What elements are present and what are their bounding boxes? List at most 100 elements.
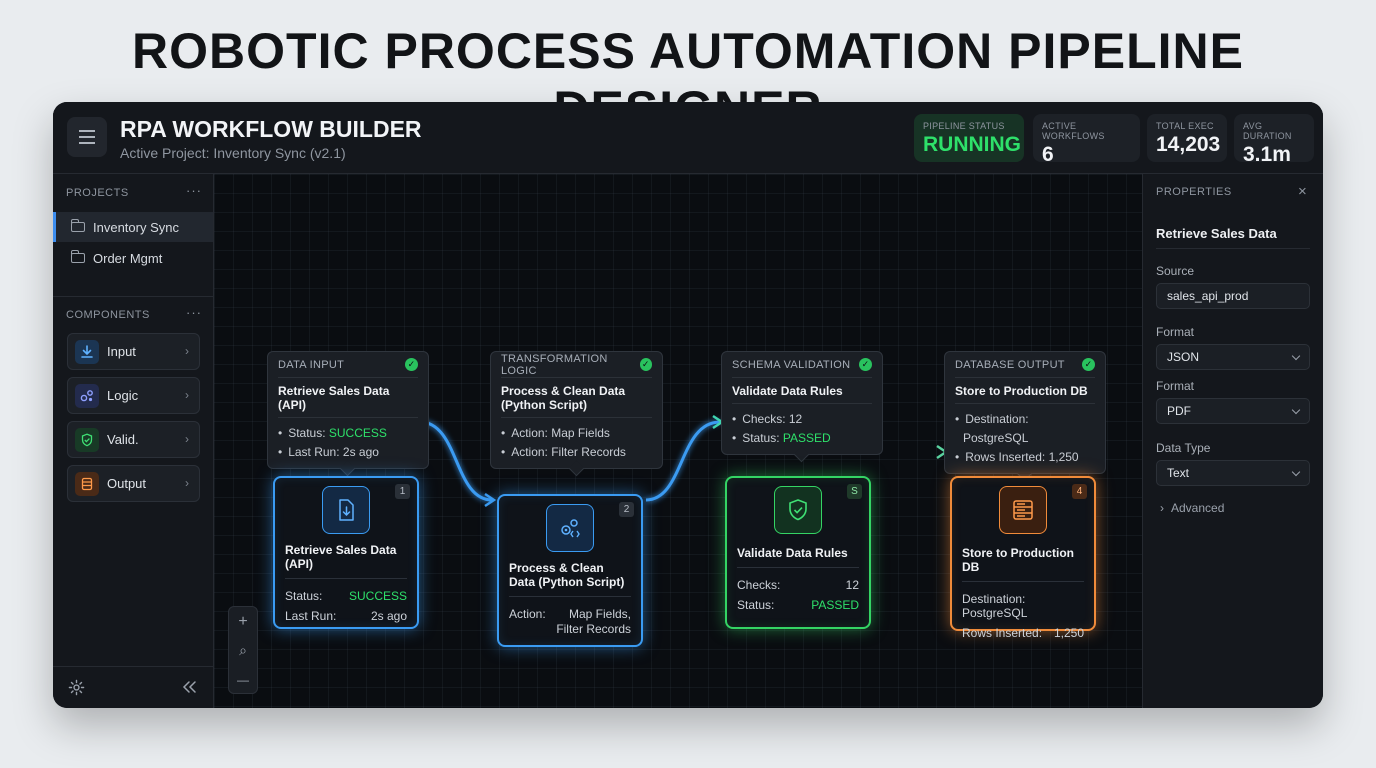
close-icon[interactable]: ×	[1298, 183, 1307, 200]
folder-icon	[70, 250, 85, 263]
chevron-right-icon: ›	[185, 476, 189, 490]
tooltip-item: Status: SUCCESS	[286, 424, 418, 443]
data-type-value: Text	[1167, 466, 1190, 480]
shield-check-icon	[774, 486, 822, 534]
tooltip-title: Store to Production DB	[955, 378, 1095, 404]
node-row: Filter Records	[556, 622, 631, 636]
chevron-down-icon	[1291, 351, 1301, 360]
stat-label: PIPELINE STATUS	[923, 121, 1005, 131]
selected-node-title: Retrieve Sales Data	[1156, 226, 1277, 241]
component-label: Output	[107, 476, 147, 491]
node-row: Last Run:2s ago	[285, 609, 407, 623]
shield-check-icon	[75, 427, 99, 452]
node-title: Retrieve Sales Data (API)	[285, 534, 407, 579]
workflow-node-retrieve-sales[interactable]: 1 Retrieve Sales Data (API) Status:SUCCE…	[273, 476, 419, 629]
chevron-down-icon	[1291, 405, 1301, 414]
data-type-select[interactable]: Text	[1156, 460, 1310, 486]
source-label: Source	[1156, 264, 1195, 278]
properties-divider	[1156, 248, 1310, 249]
chevron-down-icon	[1291, 467, 1301, 476]
hamburger-icon	[79, 128, 95, 146]
project-label: Inventory Sync	[93, 219, 179, 235]
format-label: Format	[1156, 325, 1195, 339]
node-step-badge: 1	[395, 484, 410, 499]
tooltip-item: Action: Filter Records	[509, 443, 652, 462]
app-header: RPA WORKFLOW BUILDER Active Project: Inv…	[53, 102, 1323, 174]
projects-heading: PROJECTS	[66, 187, 129, 199]
component-input[interactable]: Input ›	[67, 333, 200, 370]
node-row: Checks:12	[737, 578, 859, 592]
stat-value: 6	[1042, 143, 1054, 166]
component-valid[interactable]: Valid. ›	[67, 421, 200, 458]
tooltip-item: Destination: PostgreSQL	[963, 410, 1095, 448]
components-more-icon[interactable]: ···	[186, 305, 202, 320]
format-select-json[interactable]: JSON	[1156, 344, 1310, 370]
projects-more-icon[interactable]: ···	[186, 183, 202, 198]
format-select-pdf[interactable]: PDF	[1156, 398, 1310, 424]
node-tooltip-transformation: TRANSFORMATION LOGIC✓ Process & Clean Da…	[490, 351, 663, 469]
stat-label: ACTIVE WORKFLOWS	[1042, 121, 1105, 141]
tooltip-item: Last Run: 2s ago	[286, 443, 418, 462]
source-value: sales_api_prod	[1167, 289, 1249, 303]
advanced-label: Advanced	[1171, 501, 1225, 515]
stat-active-workflows: ACTIVE WORKFLOWS 6	[1033, 114, 1140, 166]
zoom-fit-icon[interactable]: ⌕	[239, 642, 247, 658]
sidebar-divider	[53, 296, 213, 297]
menu-button[interactable]	[67, 117, 107, 157]
node-tooltip-data-input: DATA INPUT✓ Retrieve Sales Data (API) St…	[267, 351, 429, 469]
chevron-right-icon: ›	[185, 344, 189, 358]
node-title: Store to Production DB	[962, 534, 1084, 582]
format-value: PDF	[1167, 404, 1191, 418]
properties-heading: PROPERTIES	[1156, 186, 1232, 198]
format-label-2: Format	[1156, 379, 1195, 393]
workflow-canvas[interactable]: DATA INPUT ✓ Retrieve Sales Data (API) St…	[214, 174, 1142, 708]
app-window: RPA WORKFLOW BUILDER Active Project: Inv…	[53, 102, 1323, 708]
tooltip-header: SCHEMA VALIDATION	[732, 358, 851, 371]
stat-label: TOTAL EXEC	[1156, 121, 1214, 131]
server-icon	[999, 486, 1047, 534]
properties-panel: PROPERTIES × Retrieve Sales Data Source …	[1142, 174, 1323, 708]
chevron-right-icon: ›	[185, 388, 189, 402]
sidebar-footer	[53, 666, 213, 708]
workflow-node-process-clean[interactable]: 2 Process & Clean Data (Python Script) A…	[497, 494, 643, 647]
components-heading: COMPONENTS	[66, 309, 150, 321]
zoom-out-icon[interactable]: —	[237, 672, 249, 687]
collapse-sidebar-icon[interactable]	[182, 680, 197, 699]
gears-code-icon	[546, 504, 594, 552]
node-step-badge: S	[847, 484, 862, 499]
stat-value: RUNNING	[923, 133, 1021, 156]
workflow-node-validate-rules[interactable]: S Validate Data Rules Checks:12 Status:P…	[725, 476, 871, 629]
tooltip-title: Retrieve Sales Data (API)	[278, 378, 418, 418]
advanced-toggle[interactable]: ›Advanced	[1160, 501, 1224, 515]
download-icon	[322, 486, 370, 534]
stat-avg-duration: AVG DURATION 3.1m	[1234, 114, 1314, 166]
tooltip-header: DATABASE OUTPUT	[955, 358, 1065, 371]
gear-icon[interactable]	[68, 679, 85, 701]
tooltip-header: TRANSFORMATION LOGIC	[501, 352, 608, 377]
zoom-in-icon[interactable]: +	[238, 612, 248, 630]
data-type-label: Data Type	[1156, 441, 1211, 455]
folder-icon	[70, 219, 85, 232]
stat-value: 14,203	[1156, 133, 1221, 156]
node-tooltip-schema-validation: SCHEMA VALIDATION✓ Validate Data Rules C…	[721, 351, 883, 455]
component-logic[interactable]: Logic ›	[67, 377, 200, 414]
tooltip-item: Status: PASSED	[740, 429, 872, 448]
workflow-node-store-db[interactable]: 4 Store to Production DB Destination: Po…	[950, 476, 1096, 640]
source-input[interactable]: sales_api_prod	[1156, 283, 1310, 309]
component-label: Logic	[107, 388, 139, 403]
node-row: Status:SUCCESS	[285, 589, 407, 603]
node-row: Rows Inserted:1,250	[962, 626, 1084, 640]
connectors	[419, 414, 949, 508]
project-item-order-mgmt[interactable]: Order Mgmt	[53, 243, 213, 273]
project-item-inventory-sync[interactable]: Inventory Sync	[53, 212, 213, 242]
check-circle-icon: ✓	[859, 358, 872, 371]
tooltip-header: DATA INPUT	[278, 358, 345, 371]
component-output[interactable]: Output ›	[67, 465, 200, 502]
app-title: RPA WORKFLOW BUILDER	[120, 116, 422, 142]
tooltip-title: Validate Data Rules	[732, 378, 872, 404]
left-sidebar: PROJECTS ··· Inventory Sync Order Mgmt C…	[53, 174, 214, 708]
check-circle-icon: ✓	[1082, 358, 1095, 371]
component-label: Input	[107, 344, 136, 359]
node-title: Validate Data Rules	[737, 534, 859, 568]
tooltip-title: Process & Clean Data (Python Script)	[501, 378, 652, 418]
